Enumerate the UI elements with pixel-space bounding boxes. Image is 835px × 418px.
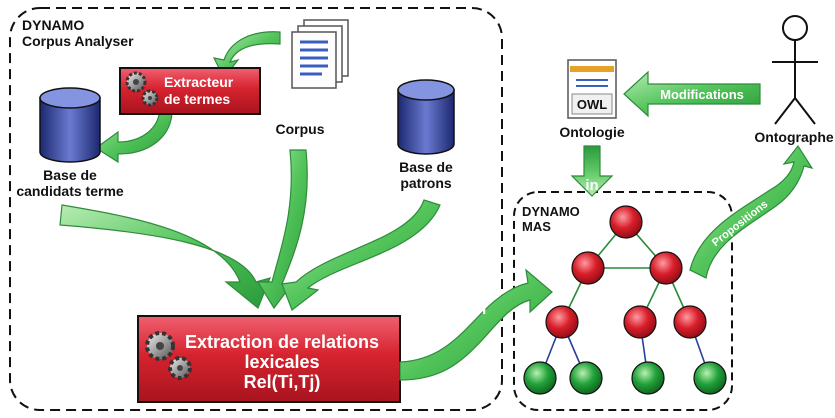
owl-document-icon: OWL	[567, 59, 617, 119]
mas-title-line2: MAS	[522, 219, 551, 234]
arrow-base-patrons-to-relations	[281, 199, 441, 311]
analyser-title-line2: Corpus Analyser	[22, 33, 134, 49]
mas-title-line1: DYNAMO	[522, 204, 580, 219]
arrow-ontologie-to-mas: in	[570, 145, 614, 197]
extracteur-label-line2: de termes	[164, 91, 230, 107]
base-patrons-database: Base de patrons	[397, 79, 455, 191]
tree-node-green	[523, 361, 557, 395]
modifications-label: Modifications	[660, 87, 744, 102]
tree-node-red	[609, 205, 643, 239]
base-candidats-database: Base de candidats terme	[16, 87, 124, 199]
corpus-documents-icon: Corpus	[276, 19, 349, 137]
base-patrons-label-line2: patrons	[400, 175, 452, 191]
arrow-propositions: Propositions	[689, 144, 814, 279]
relations-label-line1: Extraction de relations	[185, 332, 379, 352]
propositions-label: Propositions	[710, 198, 770, 249]
corpus-label: Corpus	[276, 121, 325, 137]
tree-node-green	[569, 361, 603, 395]
analyser-title-line1: DYNAMO	[22, 17, 84, 33]
ontologie-label: Ontologie	[559, 124, 625, 140]
tree-node-red	[673, 305, 707, 339]
tree-node-red	[545, 305, 579, 339]
extracteur-de-termes-box: Extracteur de termes	[119, 67, 261, 115]
ontographe-label: Ontographe	[754, 129, 834, 145]
extraction-relations-box: Extraction de relations lexicales Rel(Ti…	[137, 315, 401, 403]
mas-tree	[523, 205, 727, 395]
relations-label-line2: lexicales	[244, 352, 319, 372]
arrow-extractor-to-base-candidats	[94, 105, 173, 164]
ontographe-person-icon	[772, 15, 818, 125]
tree-node-red	[571, 251, 605, 285]
owl-label: OWL	[577, 97, 607, 112]
tree-node-green	[631, 361, 665, 395]
base-candidats-label-line2: candidats terme	[16, 183, 124, 199]
gears-icon	[125, 71, 159, 107]
relations-label-line3: Rel(Ti,Tj)	[244, 372, 321, 392]
tree-node-red	[649, 251, 683, 285]
gears-icon	[145, 331, 192, 380]
tree-node-red	[623, 305, 657, 339]
in-label-left: in	[472, 301, 486, 318]
arrow-base-candidats-to-relations	[59, 204, 272, 309]
arrow-modifications: Modifications	[623, 70, 761, 118]
arrow-relations-to-mas: in	[399, 268, 553, 381]
convergence-arrows	[59, 149, 441, 311]
corpus-analyser-container: DYNAMO Corpus Analyser	[9, 7, 503, 411]
arrow-corpus-to-relations	[256, 149, 308, 310]
tree-node-green	[693, 361, 727, 395]
in-label-top: in	[585, 177, 598, 194]
base-patrons-label-line1: Base de	[399, 159, 453, 175]
base-candidats-label-line1: Base de	[43, 167, 97, 183]
extracteur-label-line1: Extracteur	[164, 74, 234, 90]
